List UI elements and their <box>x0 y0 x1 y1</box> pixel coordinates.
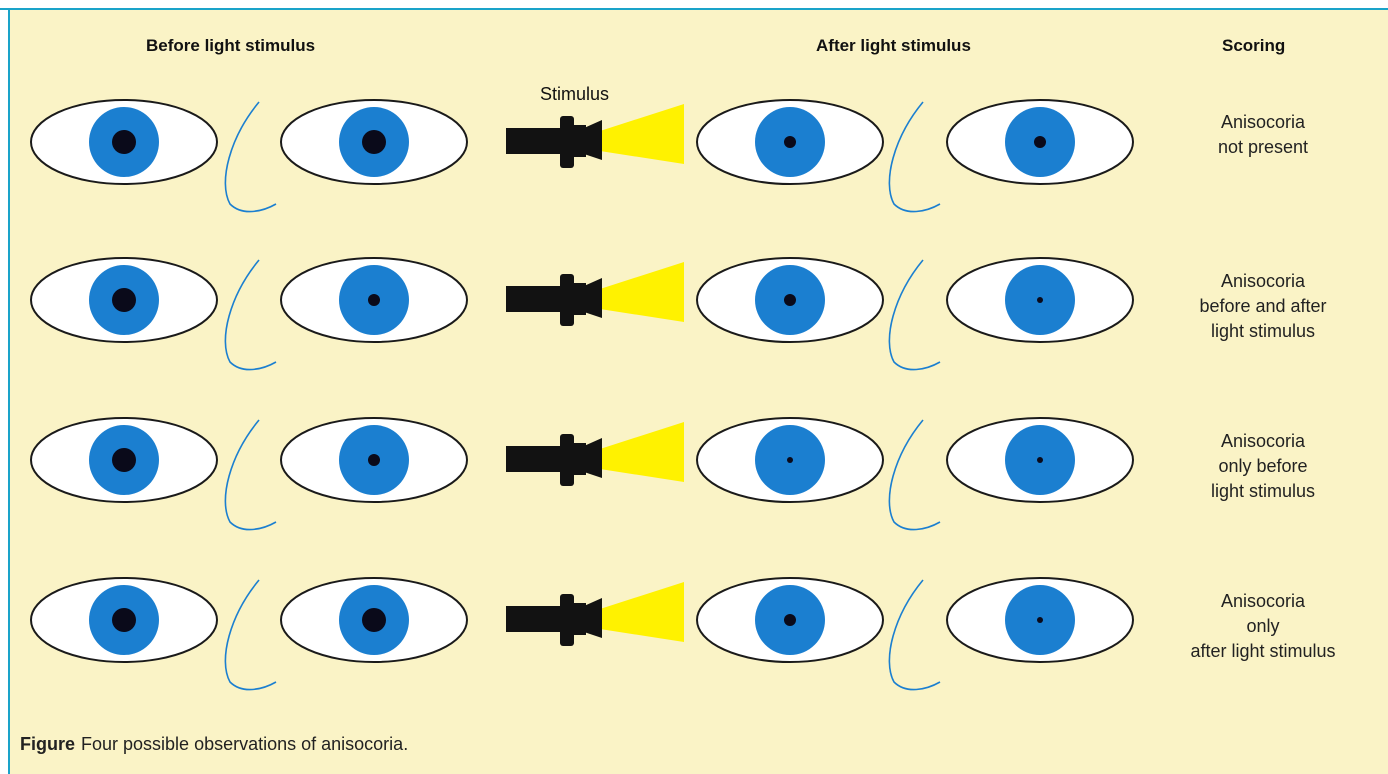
flashlight-head <box>584 278 602 318</box>
nose-outline <box>889 102 940 212</box>
nose-outline <box>225 580 276 690</box>
flashlight-neck <box>572 283 586 315</box>
flashlight-neck <box>572 125 586 157</box>
eye-before-right-row1 <box>31 100 217 184</box>
flashlight-switch <box>560 116 574 168</box>
eye-after-left-row2 <box>947 258 1133 342</box>
eye-before-left-row1 <box>281 100 467 184</box>
pupil-pinpoint <box>1037 617 1043 623</box>
scoring-line: light stimulus <box>1168 319 1358 344</box>
pupil-small <box>368 454 380 466</box>
pupil-large <box>112 288 136 312</box>
scoring-line: not present <box>1168 135 1358 160</box>
eye-after-left-row3 <box>947 418 1133 502</box>
eye-after-right-row1 <box>697 100 883 184</box>
pupil-pinpoint <box>1037 297 1043 303</box>
header-scoring: Scoring <box>1222 36 1285 56</box>
nose-outline <box>889 580 940 690</box>
flashlight-switch <box>560 274 574 326</box>
flashlight-icon <box>506 582 684 646</box>
flashlight-switch <box>560 594 574 646</box>
pupil-pinpoint <box>1037 457 1043 463</box>
flashlight-neck <box>572 443 586 475</box>
light-beam <box>600 104 684 164</box>
eye-before-right-row4 <box>31 578 217 662</box>
scoring-line: Anisocoria <box>1168 110 1358 135</box>
caption-label: Figure <box>20 734 75 754</box>
scoring-line: Anisocoria <box>1168 429 1358 454</box>
flashlight-handle <box>506 286 564 312</box>
nose-outline <box>889 420 940 530</box>
eye-before-left-row3 <box>281 418 467 502</box>
flashlight-head <box>584 120 602 160</box>
eye-before-left-row2 <box>281 258 467 342</box>
header-before: Before light stimulus <box>146 36 315 56</box>
scoring-line: Anisocoria <box>1168 589 1358 614</box>
pupil-small <box>368 294 380 306</box>
pupil-large <box>112 448 136 472</box>
flashlight-switch <box>560 434 574 486</box>
caption-text: Four possible observations of anisocoria… <box>81 734 408 754</box>
flashlight-head <box>584 598 602 638</box>
light-beam <box>600 422 684 482</box>
nose-outline <box>225 420 276 530</box>
flashlight-head <box>584 438 602 478</box>
pupil-large <box>112 608 136 632</box>
pupil-small <box>784 614 796 626</box>
flashlight-icon <box>506 422 684 486</box>
header-after: After light stimulus <box>816 36 971 56</box>
pupil-large <box>362 608 386 632</box>
eye-after-left-row1 <box>947 100 1133 184</box>
flashlight-neck <box>572 603 586 635</box>
pupil-pinpoint <box>787 457 793 463</box>
light-beam <box>600 262 684 322</box>
nose-outline <box>225 260 276 370</box>
flashlight-icon <box>506 104 684 168</box>
light-beam <box>600 582 684 642</box>
eye-before-left-row4 <box>281 578 467 662</box>
pupil-small <box>1034 136 1046 148</box>
stimulus-label: Stimulus <box>540 84 609 105</box>
eye-after-left-row4 <box>947 578 1133 662</box>
scoring-line: light stimulus <box>1168 479 1358 504</box>
pupil-small <box>784 136 796 148</box>
figure-caption: Figure Four possible observations of anis… <box>20 734 408 755</box>
pupil-large <box>362 130 386 154</box>
eye-before-right-row2 <box>31 258 217 342</box>
scoring-line: Anisocoria <box>1168 269 1358 294</box>
scoring-line: only before <box>1168 454 1358 479</box>
scoring-line: after light stimulus <box>1168 639 1358 664</box>
eye-after-right-row2 <box>697 258 883 342</box>
flashlight-handle <box>506 446 564 472</box>
flashlight-handle <box>506 128 564 154</box>
nose-outline <box>889 260 940 370</box>
flashlight-handle <box>506 606 564 632</box>
eye-before-right-row3 <box>31 418 217 502</box>
eye-after-right-row4 <box>697 578 883 662</box>
eye-after-right-row3 <box>697 418 883 502</box>
pupil-large <box>112 130 136 154</box>
pupil-small <box>784 294 796 306</box>
scoring-line: before and after <box>1168 294 1358 319</box>
flashlight-icon <box>506 262 684 326</box>
nose-outline <box>225 102 276 212</box>
scoring-line: only <box>1168 614 1358 639</box>
